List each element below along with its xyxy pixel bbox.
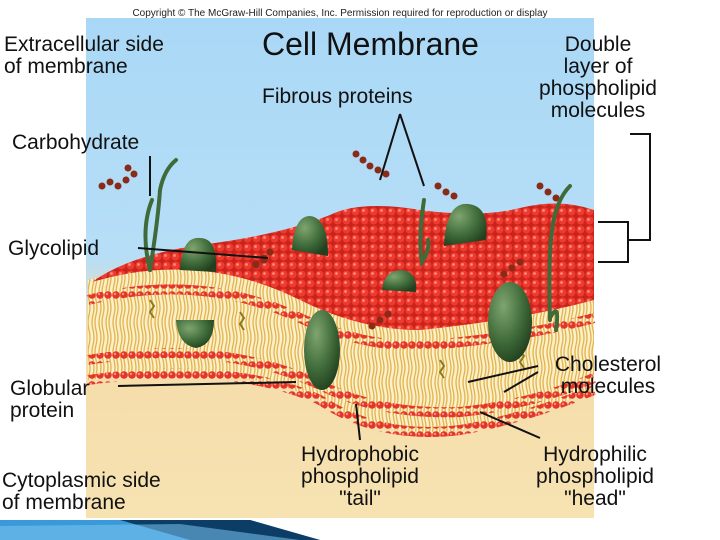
label-cholesterol: Cholesterol molecules (536, 354, 680, 398)
label-globular-protein: Globular protein (10, 378, 89, 422)
label-double-layer-line3: phospholipid (518, 78, 678, 100)
label-double-layer-line1: Double (518, 34, 678, 56)
label-hydrophilic-line2: phospholipid (510, 466, 680, 488)
label-hydrophobic-line2: phospholipid (280, 466, 440, 488)
label-hydrophobic-line3: "tail" (280, 488, 440, 510)
label-hydrophobic-line1: Hydrophobic (280, 444, 440, 466)
label-fibrous-proteins: Fibrous proteins (262, 86, 413, 108)
label-extracellular-line1: Extracellular side (4, 34, 164, 56)
label-extracellular-line2: of membrane (4, 56, 164, 78)
label-carbohydrate: Carbohydrate (12, 132, 139, 154)
label-hydrophilic-line3: "head" (510, 488, 680, 510)
label-cytoplasmic: Cytoplasmic side of membrane (2, 470, 161, 514)
label-extracellular: Extracellular side of membrane (4, 34, 164, 78)
label-double-layer-line2: layer of (518, 56, 678, 78)
label-glycolipid: Glycolipid (8, 238, 99, 260)
label-globular-line1: Globular (10, 378, 89, 400)
label-double-layer: Double layer of phospholipid molecules (518, 34, 678, 122)
label-double-layer-line4: molecules (518, 100, 678, 122)
label-hydrophobic-tail: Hydrophobic phospholipid "tail" (280, 444, 440, 510)
label-cholesterol-line2: molecules (536, 376, 680, 398)
label-cytoplasmic-line2: of membrane (2, 492, 161, 514)
label-cytoplasmic-line1: Cytoplasmic side (2, 470, 161, 492)
label-cholesterol-line1: Cholesterol (536, 354, 680, 376)
label-globular-line2: protein (10, 400, 89, 422)
slide-accent-bar (0, 520, 320, 540)
label-hydrophilic-head: Hydrophilic phospholipid "head" (510, 444, 680, 510)
label-hydrophilic-line1: Hydrophilic (510, 444, 680, 466)
